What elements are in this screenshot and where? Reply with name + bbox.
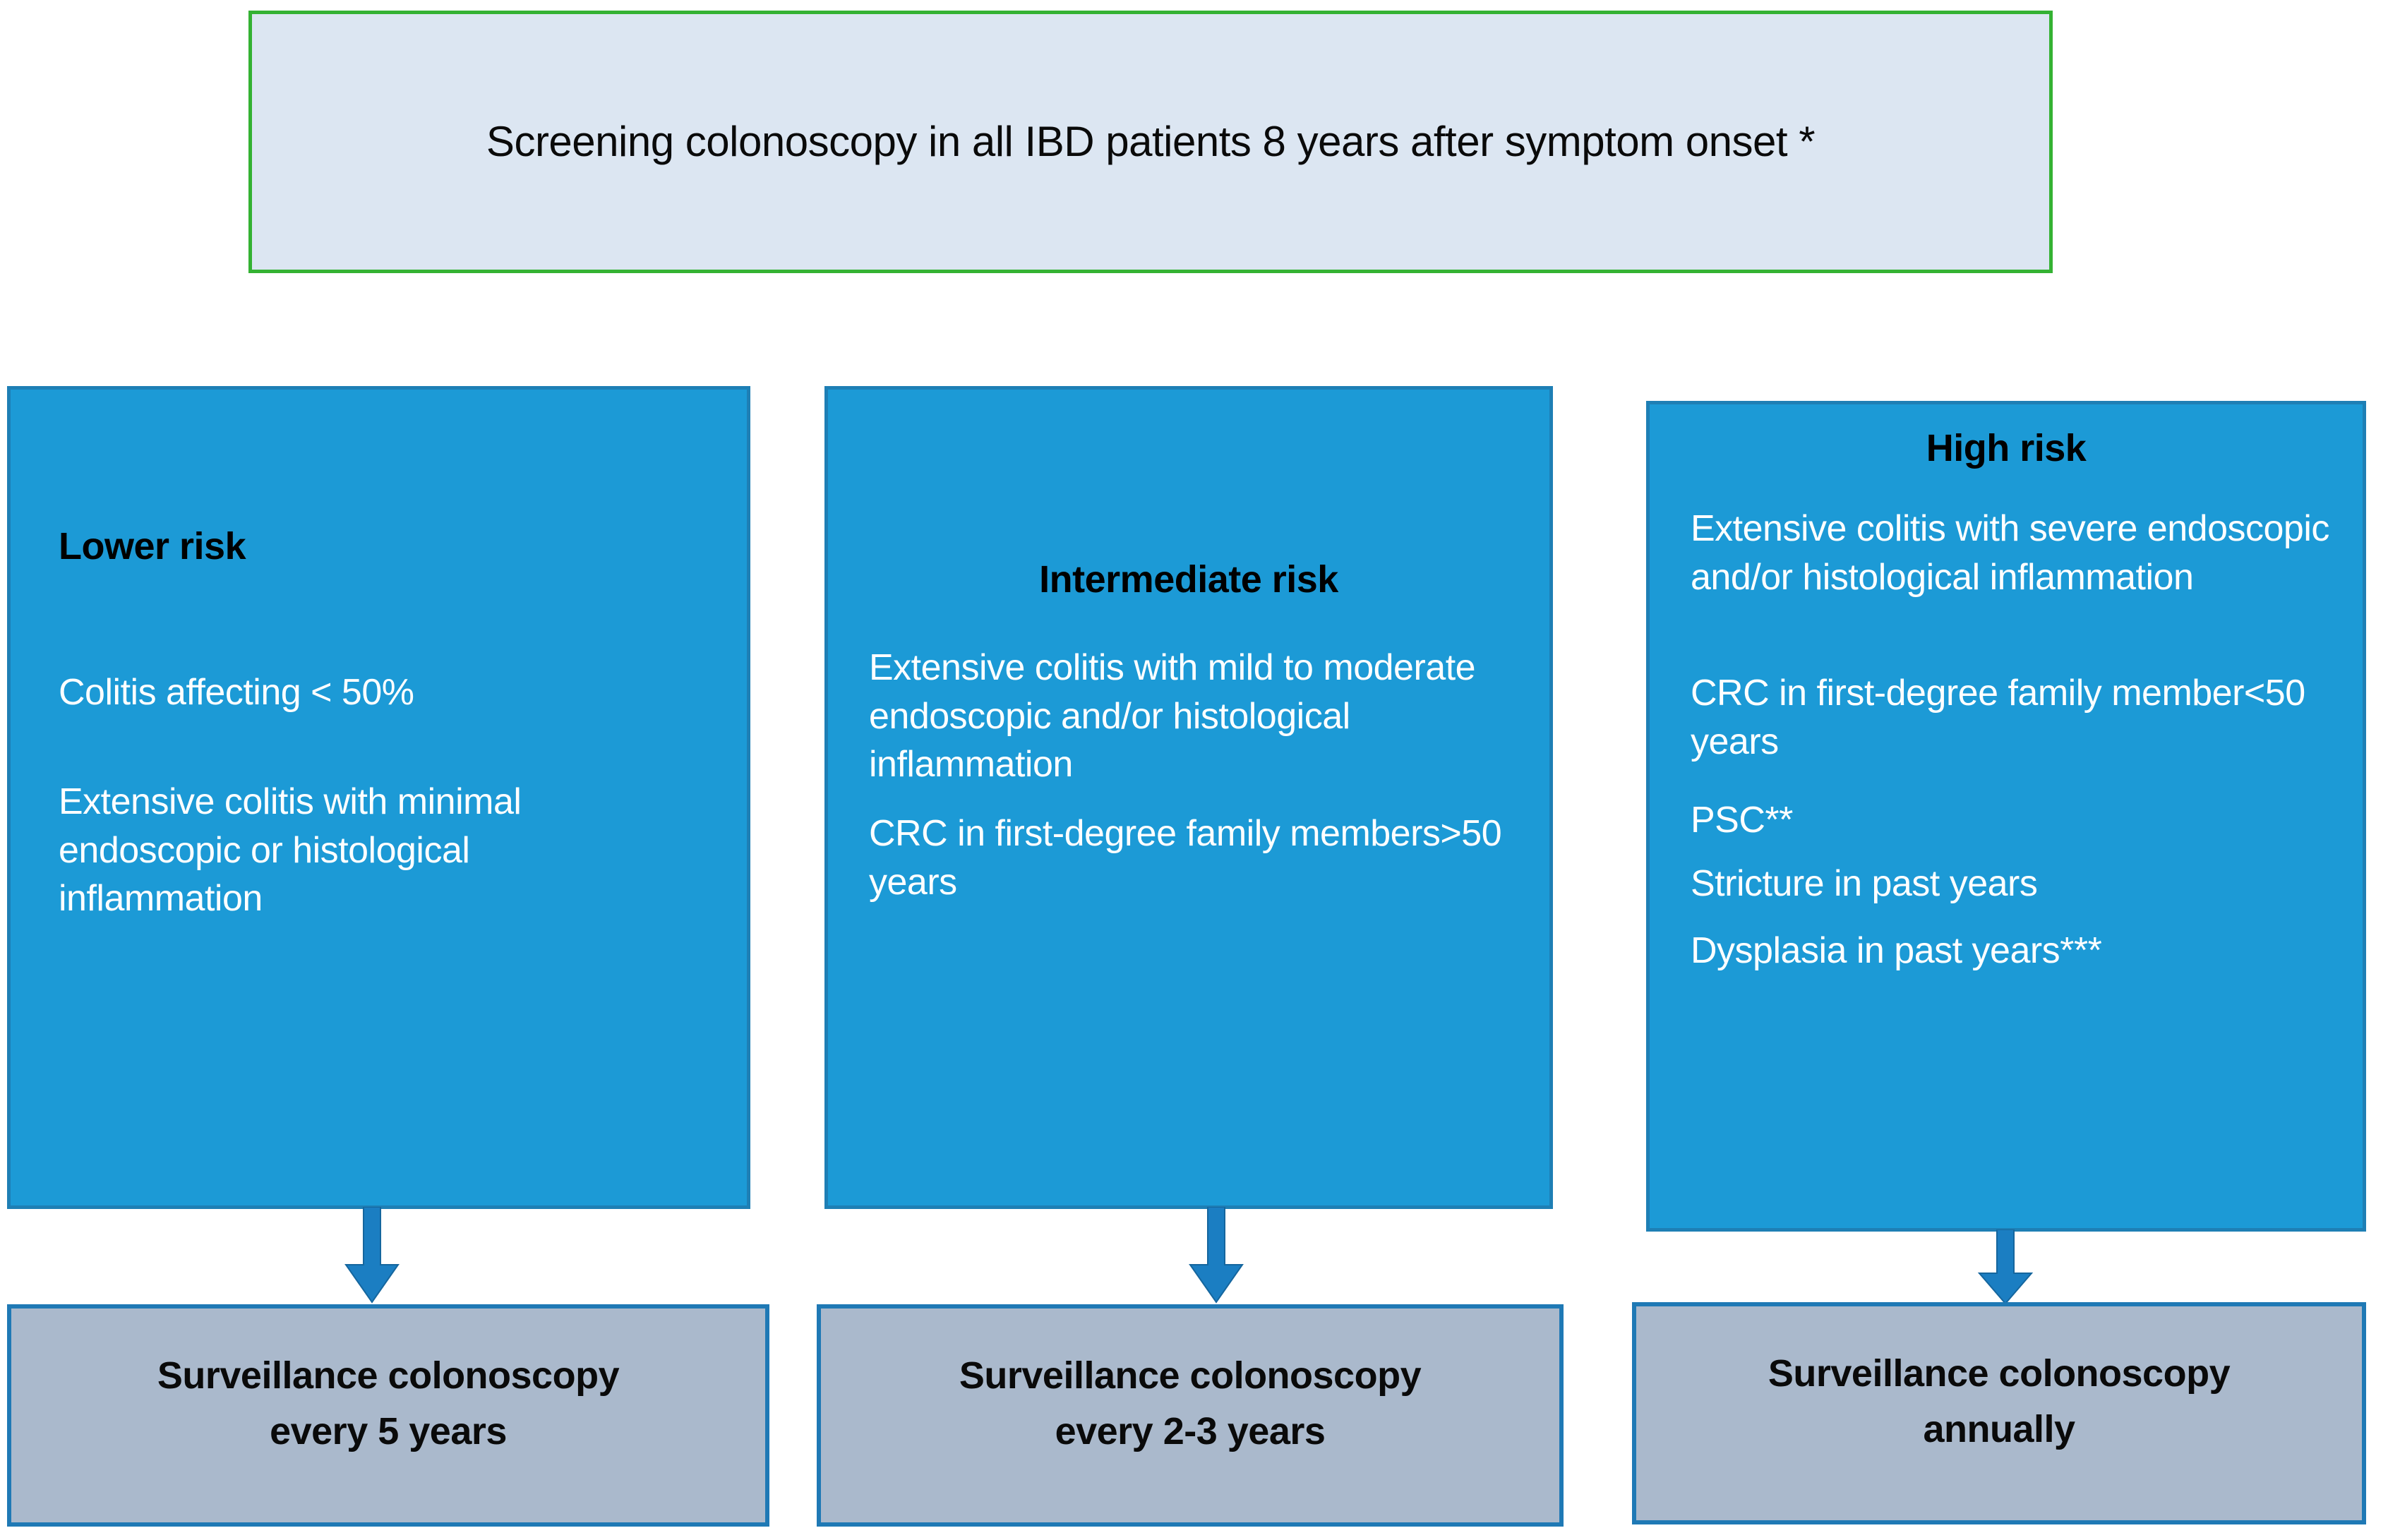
outcome-box-intermediate: Surveillance colonoscopy every 2-3 years	[817, 1304, 1564, 1527]
risk-item-high-2: PSC**	[1691, 800, 1793, 841]
outcome-label-high: Surveillance colonoscopy annually	[1768, 1352, 2231, 1450]
risk-item-intermediate-0: Extensive colitis with mild to moderate …	[869, 647, 1476, 786]
risk-box-high-content: High risk Extensive colitis with severe …	[1650, 404, 2363, 1228]
risk-item-lower-0: Colitis affecting < 50%	[59, 672, 414, 713]
risk-title-intermediate: Intermediate risk	[1039, 558, 1338, 601]
screening-label: Screening colonoscopy in all IBD patient…	[486, 118, 1816, 165]
down-arrow-icon-lower	[342, 1207, 402, 1306]
outcome-box-lower: Surveillance colonoscopy every 5 years	[7, 1304, 769, 1527]
risk-box-lower: Lower risk Colitis affecting < 50% Exten…	[7, 386, 750, 1209]
risk-box-lower-content: Lower risk Colitis affecting < 50% Exten…	[11, 390, 747, 1205]
down-arrow-icon-intermediate	[1186, 1207, 1247, 1306]
risk-title-high: High risk	[1926, 427, 2087, 469]
down-arrow-icon-high	[1975, 1229, 2036, 1307]
risk-item-intermediate-1: CRC in first-degree family members>50 ye…	[869, 813, 1502, 903]
outcome-box-high: Surveillance colonoscopy annually	[1632, 1302, 2366, 1524]
risk-item-high-1: CRC in first-degree family member<50 yea…	[1691, 673, 2305, 762]
risk-title-lower: Lower risk	[59, 525, 246, 567]
risk-item-high-0: Extensive colitis with severe endoscopic…	[1691, 508, 2329, 598]
risk-box-intermediate: Intermediate risk Extensive colitis with…	[824, 386, 1553, 1209]
risk-box-high: High risk Extensive colitis with severe …	[1646, 401, 2366, 1232]
risk-item-high-3: Stricture in past years	[1691, 863, 2038, 904]
risk-item-lower-1: Extensive colitis with minimal endoscopi…	[59, 781, 522, 920]
outcome-label-lower: Surveillance colonoscopy every 5 years	[157, 1354, 620, 1452]
outcome-label-intermediate: Surveillance colonoscopy every 2-3 years	[959, 1354, 1422, 1452]
risk-box-intermediate-content: Intermediate risk Extensive colitis with…	[828, 390, 1549, 1205]
risk-item-high-4: Dysplasia in past years***	[1691, 930, 2102, 971]
screening-box: Screening colonoscopy in all IBD patient…	[248, 11, 2053, 273]
